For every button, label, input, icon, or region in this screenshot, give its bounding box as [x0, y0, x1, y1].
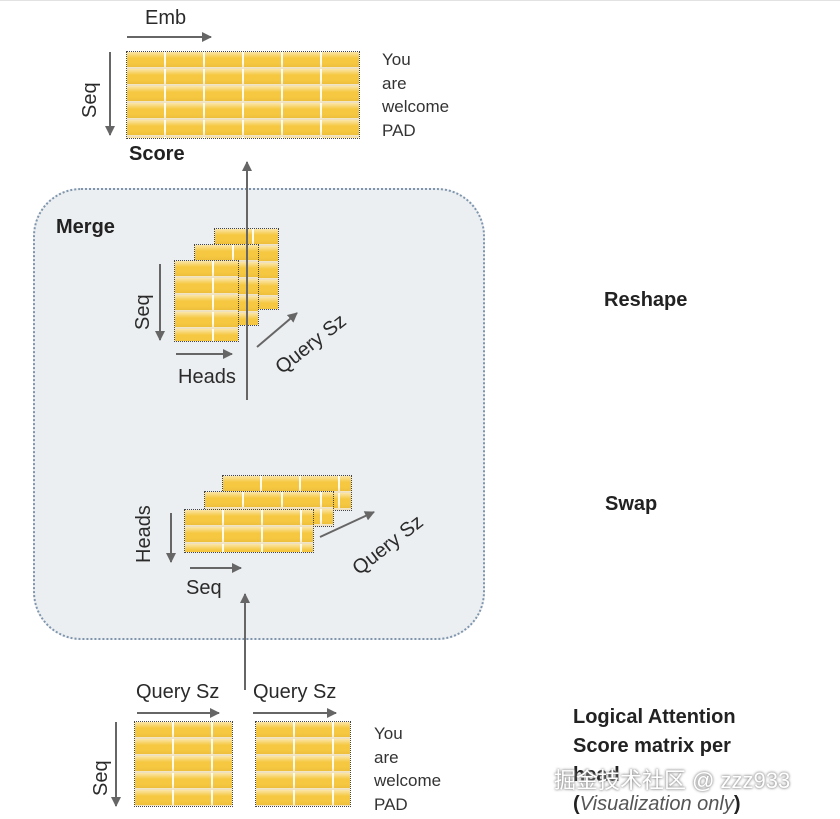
logical-matrix-right [255, 721, 351, 807]
merge-title: Merge [56, 216, 115, 238]
note-open-paren: ( [573, 793, 580, 815]
score-matrix [126, 51, 360, 139]
top-divider [0, 0, 840, 1]
logical-attention-caption: Logical Attention Score matrix per head … [573, 703, 741, 819]
token-you: You [382, 50, 411, 69]
reshape-step-label: Reshape [604, 289, 688, 311]
visualization-only-note: Visualization only [579, 793, 734, 815]
reshape-heads-axis-label: Heads [178, 366, 236, 388]
logical-query-sz-label-1: Query Sz [136, 681, 220, 703]
swap-query-sz-arrow [319, 511, 375, 538]
token-pad: PAD [382, 120, 416, 140]
logical-query-sz-label-2: Query Sz [253, 681, 337, 703]
swap-seq-axis-label: Seq [186, 577, 222, 599]
logical-caption-line-2: Score matrix per [573, 735, 731, 757]
score-title: Score [129, 143, 185, 165]
logical-caption-line-3: head [573, 764, 620, 786]
token-are: are [382, 73, 407, 93]
note-close-paren: ) [733, 793, 741, 815]
token-pad: PAD [374, 794, 408, 814]
token-you: You [374, 724, 403, 743]
logical-caption-line-1: Logical Attention [573, 706, 736, 728]
token-welcome: welcome [382, 97, 450, 116]
swap-step-label: Swap [605, 493, 658, 515]
logical-matrix-left [134, 721, 233, 807]
token-are: are [374, 747, 399, 767]
swap-matrix-front [184, 509, 314, 553]
logical-caption-note: (Visualization only) [573, 790, 741, 819]
token-welcome: welcome [374, 771, 442, 790]
logical-token-list: You are welcome PAD [374, 722, 441, 816]
watermark-text: 掘金技术社区 @ zzz933 [554, 768, 791, 793]
emb-axis-label: Emb [145, 7, 187, 29]
score-token-list: You are welcome PAD [382, 48, 449, 142]
reshape-matrix-front [174, 260, 239, 342]
reshape-query-sz-arrow [256, 312, 298, 348]
